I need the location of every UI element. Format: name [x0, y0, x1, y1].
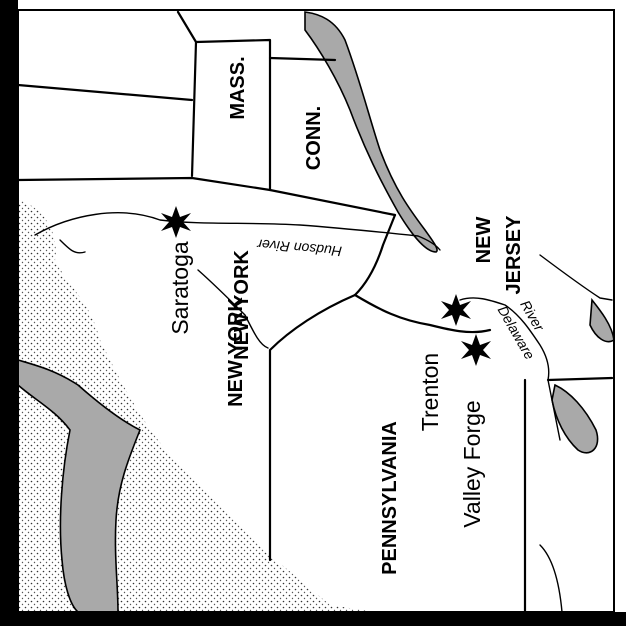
label-pennsylvania: PENNSYLVANIA	[379, 421, 401, 575]
frame-bottom	[0, 612, 626, 626]
label-hudson-river: Hudson River	[255, 236, 342, 259]
label-mass: MASS.	[227, 56, 249, 119]
border-nj-ny	[353, 213, 397, 297]
label-trenton: Trenton	[417, 353, 443, 431]
battle-burst-icon	[461, 334, 491, 366]
border-nj-pa-river	[353, 293, 492, 334]
label-saratoga: Saratoga	[167, 241, 193, 335]
label-nj-line1: NEW	[473, 217, 495, 264]
hudson-tributary	[59, 239, 86, 254]
label-conn: CONN.	[303, 106, 325, 170]
label-ny-upper: NEW YORK	[231, 250, 253, 360]
frame-left	[0, 0, 18, 626]
frame-border	[17, 9, 615, 613]
battle-burst-icon	[161, 206, 191, 238]
river-south	[539, 544, 563, 613]
border-mass-conn	[194, 38, 272, 192]
delaware-upper	[539, 254, 613, 301]
lake-water	[551, 383, 599, 454]
label-ny-lower: NEW YORK	[225, 297, 247, 407]
battle-burst-icon	[441, 294, 471, 326]
hudson-river-line	[34, 212, 441, 251]
border-ny-south	[16, 176, 397, 217]
border-nj-south	[546, 376, 614, 382]
bay-water	[17, 358, 142, 613]
border-ny-pa	[268, 293, 357, 562]
delaware-lower	[547, 379, 561, 441]
label-nj-line2: JERSEY	[503, 215, 525, 295]
mohawk-river-line	[197, 269, 269, 349]
border-ny-north	[16, 83, 194, 102]
delaware-river-line	[459, 297, 550, 381]
border-conn-ri	[268, 56, 337, 62]
label-valley-forge: Valley Forge	[459, 400, 485, 527]
